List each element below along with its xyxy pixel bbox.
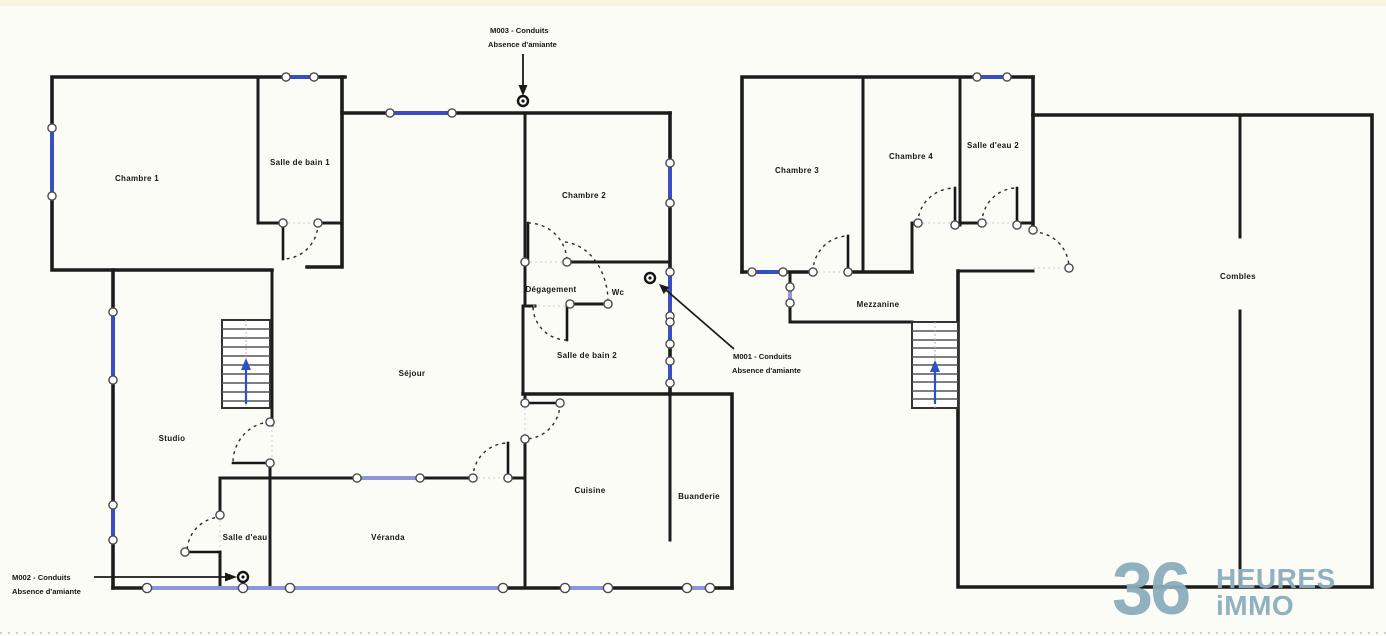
ground-floor-door-arcs <box>186 222 609 553</box>
ground-floor-door-leaves <box>183 221 569 554</box>
annotation-m001-line1: M001 - Conduits <box>733 352 792 361</box>
room-label-chambre-2: Chambre 2 <box>562 191 606 200</box>
room-label-salle-de-bain-1: Salle de bain 1 <box>270 158 330 167</box>
logo-36-heures-immo: 36 HEURES iMMO <box>1112 547 1336 630</box>
annotation-m002-line2: Absence d'amiante <box>12 587 81 596</box>
room-label-sejour: Séjour <box>399 369 426 378</box>
room-label-salle-deau: Salle d'eau <box>223 533 268 542</box>
room-label-chambre-4: Chambre 4 <box>889 152 933 161</box>
scan-artifact-top <box>0 0 1386 6</box>
room-label-buanderie: Buanderie <box>678 492 720 501</box>
ground-floor-door-guides <box>219 222 567 552</box>
annotation-m002-line1: M002 - Conduits <box>12 573 71 582</box>
annotation-m003-line1: M003 - Conduits <box>490 26 549 35</box>
room-label-salle-de-bain-2: Salle de bain 2 <box>557 351 617 360</box>
room-label-mezzanine: Mezzanine <box>857 300 900 309</box>
room-label-combles: Combles <box>1220 272 1256 281</box>
upper-floor-walls <box>740 75 1374 589</box>
room-label-studio: Studio <box>159 434 186 443</box>
annotation-arrow-m001 <box>665 289 735 350</box>
logo-number: 36 <box>1112 547 1189 630</box>
logo-word-immo: iMMO <box>1216 590 1294 621</box>
ground-floor-nodes <box>47 72 716 594</box>
ground-floor-windows <box>50 75 710 590</box>
annotation-m002: M002 - Conduits Absence d'amiante <box>12 570 250 596</box>
upper-floor-windows <box>752 75 1007 303</box>
annotation-m003-line2: Absence d'amiante <box>488 40 557 49</box>
room-label-wc: Wc <box>612 288 625 297</box>
upper-floor-door-leaves <box>846 186 1019 274</box>
room-label-veranda: Véranda <box>371 533 405 542</box>
staircase-upper <box>911 321 959 409</box>
room-label-degagement: Dégagement <box>525 285 576 294</box>
annotation-m003: M003 - Conduits Absence d'amiante <box>488 26 557 108</box>
room-label-chambre-1: Chambre 1 <box>115 174 159 183</box>
logo-word-heures: HEURES <box>1216 563 1336 594</box>
upper-floor-door-arcs <box>812 187 1070 273</box>
upper-floor-nodes <box>747 72 1074 308</box>
room-label-salle-deau-2: Salle d'eau 2 <box>967 141 1019 150</box>
ground-floor-plan: Chambre 1 Salle de bain 1 Chambre 2 Déga… <box>47 72 734 594</box>
staircase-ground <box>221 319 271 409</box>
ground-floor-walls <box>50 75 734 590</box>
upper-floor-plan: Chambre 3 Chambre 4 Salle d'eau 2 Mezzan… <box>740 72 1374 589</box>
room-label-cuisine: Cuisine <box>575 486 606 495</box>
annotation-m001: M001 - Conduits Absence d'amiante <box>643 271 801 375</box>
room-label-chambre-3: Chambre 3 <box>775 166 819 175</box>
annotation-m001-line2: Absence d'amiante <box>732 366 801 375</box>
